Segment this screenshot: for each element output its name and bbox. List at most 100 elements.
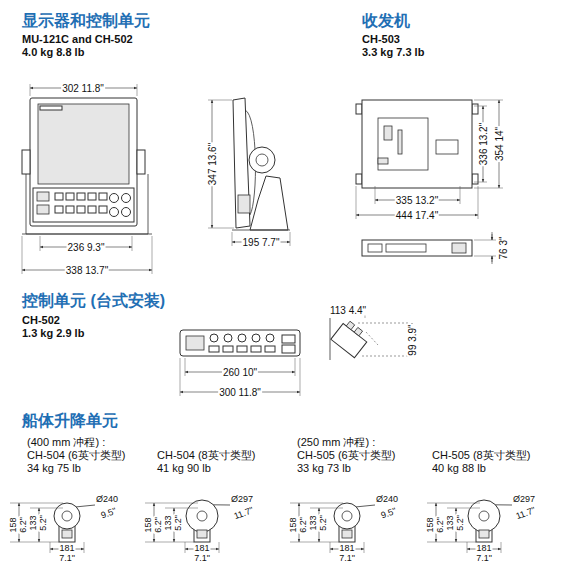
weight: 40 kg 88 lb <box>432 462 486 474</box>
dimension: 336 13.2" <box>478 122 489 166</box>
hull-unit-part <box>290 503 343 542</box>
hull-unit-part <box>427 503 480 542</box>
control-buttons-part <box>122 194 131 203</box>
dimension: Ø240 <box>375 495 399 505</box>
dimension: 11.7" <box>514 506 538 523</box>
dimension: 300 11.8" <box>218 387 262 398</box>
dimension: 181 <box>338 544 355 554</box>
control-buttons-part <box>66 193 74 200</box>
dimension: 99 3.9" <box>407 323 418 356</box>
dimension: 9.5" <box>99 506 119 521</box>
dimension: 5.2" <box>39 514 49 532</box>
display-front-part <box>40 106 62 110</box>
section-title: 收发机 <box>362 12 410 30</box>
hull-unit-part <box>10 503 63 542</box>
control-knobs-part <box>282 345 295 353</box>
display-side-part <box>232 230 290 231</box>
control-unit-side-part <box>330 318 331 360</box>
control-buttons-part <box>37 205 49 214</box>
hull-unit-part <box>342 530 352 538</box>
transceiver-side-part <box>386 244 426 252</box>
control-knobs-part <box>238 334 246 342</box>
dimension: 236 9.3" <box>67 242 106 253</box>
dimension: 444 17.4" <box>395 210 439 221</box>
dimension: 133 <box>309 514 319 531</box>
dimension: 133 <box>164 514 174 531</box>
control-unit-side-part <box>331 319 371 358</box>
dimension: 7.1" <box>338 554 356 564</box>
dimension: 7.1" <box>58 554 76 564</box>
dimension: 7.1" <box>193 554 211 564</box>
control-buttons-part <box>88 193 96 200</box>
dimension: 6.2" <box>154 516 164 534</box>
transceiver-top-part <box>378 158 388 164</box>
transceiver-top-part <box>384 126 392 140</box>
transceiver-side-part <box>492 234 493 240</box>
model-name: CH-504 (6英寸类型) <box>27 449 125 461</box>
weight: 41 kg 90 lb <box>157 462 211 474</box>
transceiver-side-part <box>492 232 493 264</box>
hull-unit-part <box>330 542 364 553</box>
control-knobs-part <box>209 346 219 352</box>
dimension: 9.5" <box>379 506 399 521</box>
hull-unit-part <box>76 505 95 507</box>
dimension: 158 <box>426 516 436 533</box>
dimension: 338 13.7" <box>65 265 109 276</box>
control-buttons-part <box>37 192 49 201</box>
dimension: 76 3" <box>498 235 509 260</box>
display-side-part <box>233 98 250 228</box>
weight: 3.3 kg 7.3 lb <box>362 46 424 58</box>
transceiver-side-part <box>492 256 493 262</box>
dimension: 133 <box>446 514 456 531</box>
control-knobs-part <box>186 336 204 350</box>
control-buttons-part <box>55 206 63 213</box>
hull-unit-part <box>197 511 207 521</box>
control-buttons <box>37 192 131 217</box>
dimension: 181 <box>475 544 492 554</box>
display-side-part <box>238 195 250 213</box>
hull-unit-part <box>479 511 489 521</box>
control-buttons-part <box>55 193 63 200</box>
model-name: CH-505 (6英寸类型) <box>297 449 395 461</box>
transceiver-top <box>356 100 478 188</box>
dimension: 181 <box>193 544 210 554</box>
section-title: 控制单元 (台式安装) <box>22 292 165 310</box>
control-unit-side-part <box>358 323 408 356</box>
display-front-part <box>30 98 137 226</box>
hull-unit <box>427 500 512 553</box>
control-buttons-part <box>66 206 74 213</box>
control-unit-side-part-part <box>346 321 354 329</box>
control-knobs-part <box>282 335 295 343</box>
transceiver-top-part <box>362 100 472 188</box>
dimension: 6.2" <box>436 516 446 534</box>
dimension: Ø240 <box>95 495 119 505</box>
hull-unit <box>10 503 95 553</box>
transceiver-top-part <box>472 174 478 184</box>
weight: 34 kg 75 lb <box>27 462 81 474</box>
hull-unit-part <box>50 542 84 553</box>
hull-unit-part <box>62 530 72 538</box>
dimension: 7.1" <box>475 554 493 564</box>
weight: 4.0 kg 8.8 lb <box>22 46 84 58</box>
model-name: CH-503 <box>362 33 400 45</box>
model-name: CH-502 <box>22 314 60 326</box>
hull-unit-part <box>342 511 352 521</box>
dimension: 347 13.6" <box>207 142 218 186</box>
control-knobs-part <box>252 334 260 342</box>
hull-unit-part <box>185 542 219 553</box>
dimension: 260 10" <box>222 367 258 378</box>
dimension: 133 <box>29 514 39 531</box>
transceiver-side <box>362 232 496 264</box>
control-knobs-part <box>223 346 233 352</box>
hull-unit-part <box>479 530 489 538</box>
weight: 1.3 kg 2.9 lb <box>22 327 84 339</box>
transceiver-top-part <box>356 174 362 184</box>
control-knobs-part <box>265 346 275 352</box>
hull-unit-part <box>145 503 198 542</box>
display-front-part <box>137 150 145 174</box>
dimension: 158 <box>9 516 19 533</box>
display-front-part <box>22 234 152 235</box>
model-name: MU-121C and CH-502 <box>22 33 133 45</box>
hull-unit-part <box>62 511 72 521</box>
